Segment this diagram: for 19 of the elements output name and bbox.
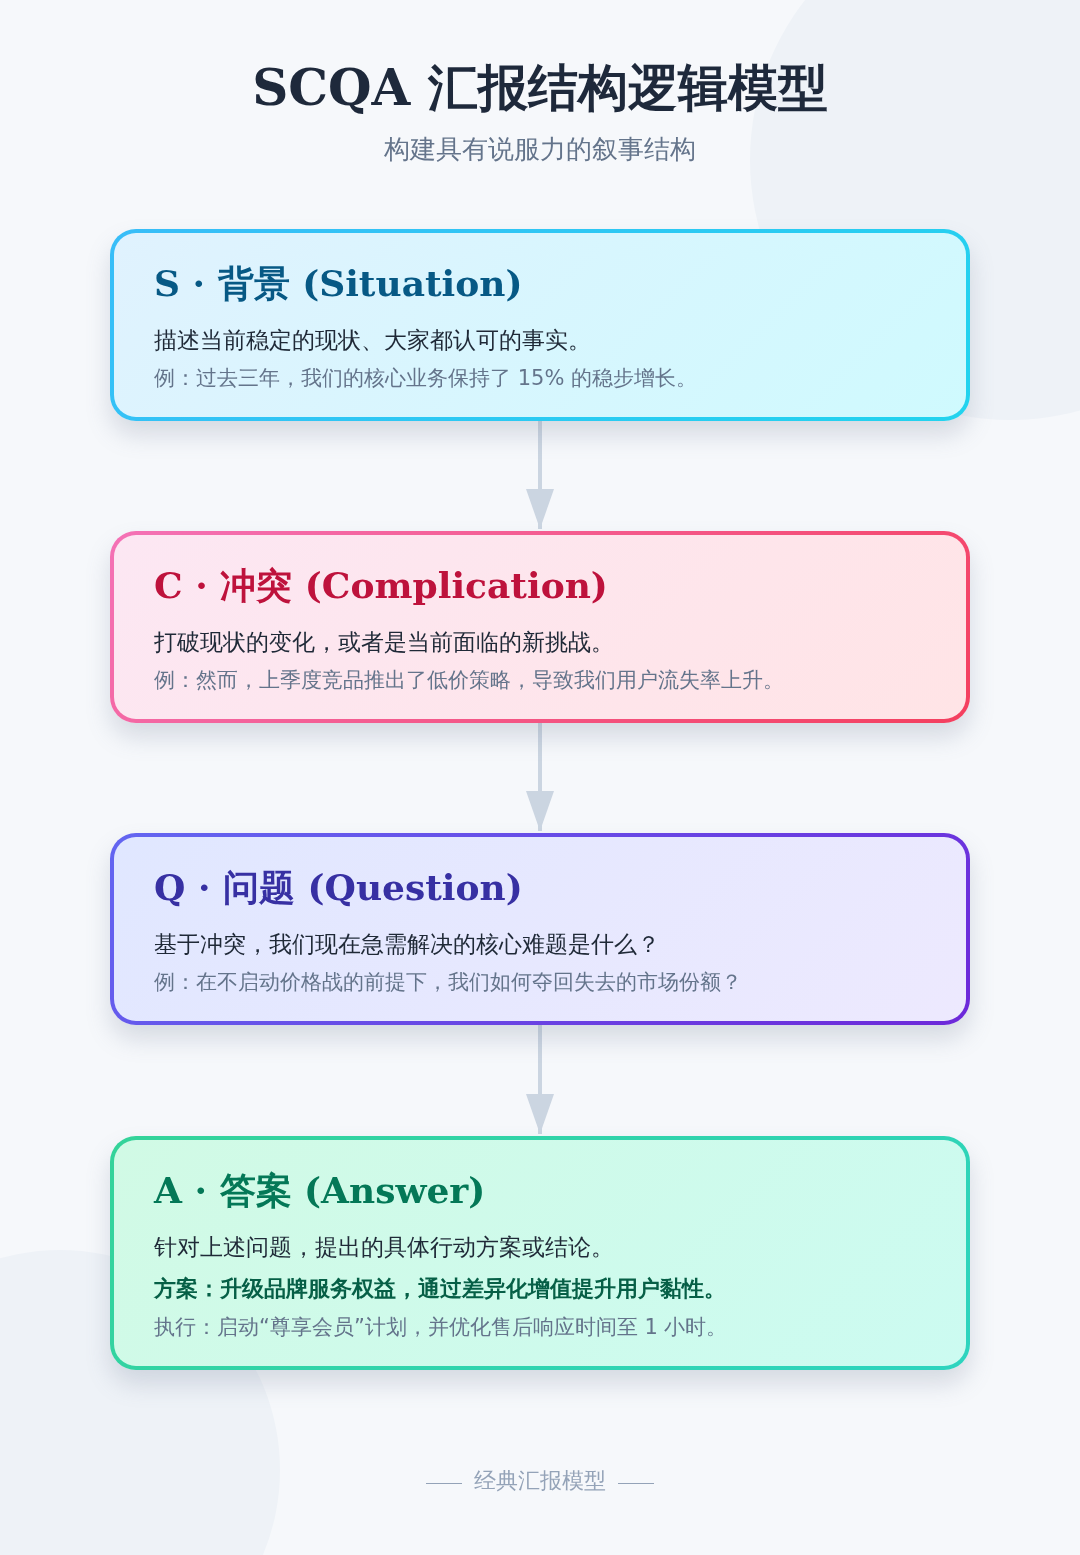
card-heading: S · 背景 (Situation) — [154, 261, 524, 306]
card-heading: C · 冲突 (Complication) — [154, 563, 609, 608]
solution-text: 方案：升级品牌服务权益，通过差异化增值提升用户黏性。 — [154, 1275, 727, 1303]
example-text: 执行：启动“尊享会员”计划，并优化售后响应时间至 1 小时。 — [154, 1314, 729, 1341]
example-text: 例：在不启动价格战的前提下，我们如何夺回失去的市场份额？ — [154, 969, 743, 996]
card-description: 针对上述问题，提出的具体行动方案或结论。 — [154, 1233, 615, 1262]
card-description: 打破现状的变化，或者是当前面临的新挑战。 — [154, 628, 615, 657]
arrow — [526, 723, 554, 831]
footer-text: 经典汇报模型 — [474, 1468, 606, 1493]
subtitle: 构建具有说服力的叙事结构 — [383, 133, 697, 166]
example-text: 例：然而，上季度竞品推出了低价策略，导致我们用户流失率上升。 — [154, 667, 785, 694]
card-heading: A · 答案 (Answer) — [154, 1168, 487, 1213]
card-description: 描述当前稳定的现状、大家都认可的事实。 — [154, 326, 592, 355]
card-heading: Q · 问题 (Question) — [154, 865, 524, 910]
arrow — [526, 421, 554, 529]
card-description: 基于冲突，我们现在急需解决的核心难题是什么？ — [154, 930, 661, 959]
example-text: 例：过去三年，我们的核心业务保持了 15% 的稳步增长。 — [154, 365, 699, 392]
arrow — [526, 1025, 554, 1134]
title: SCQA 汇报结构逻辑模型 — [251, 57, 829, 119]
